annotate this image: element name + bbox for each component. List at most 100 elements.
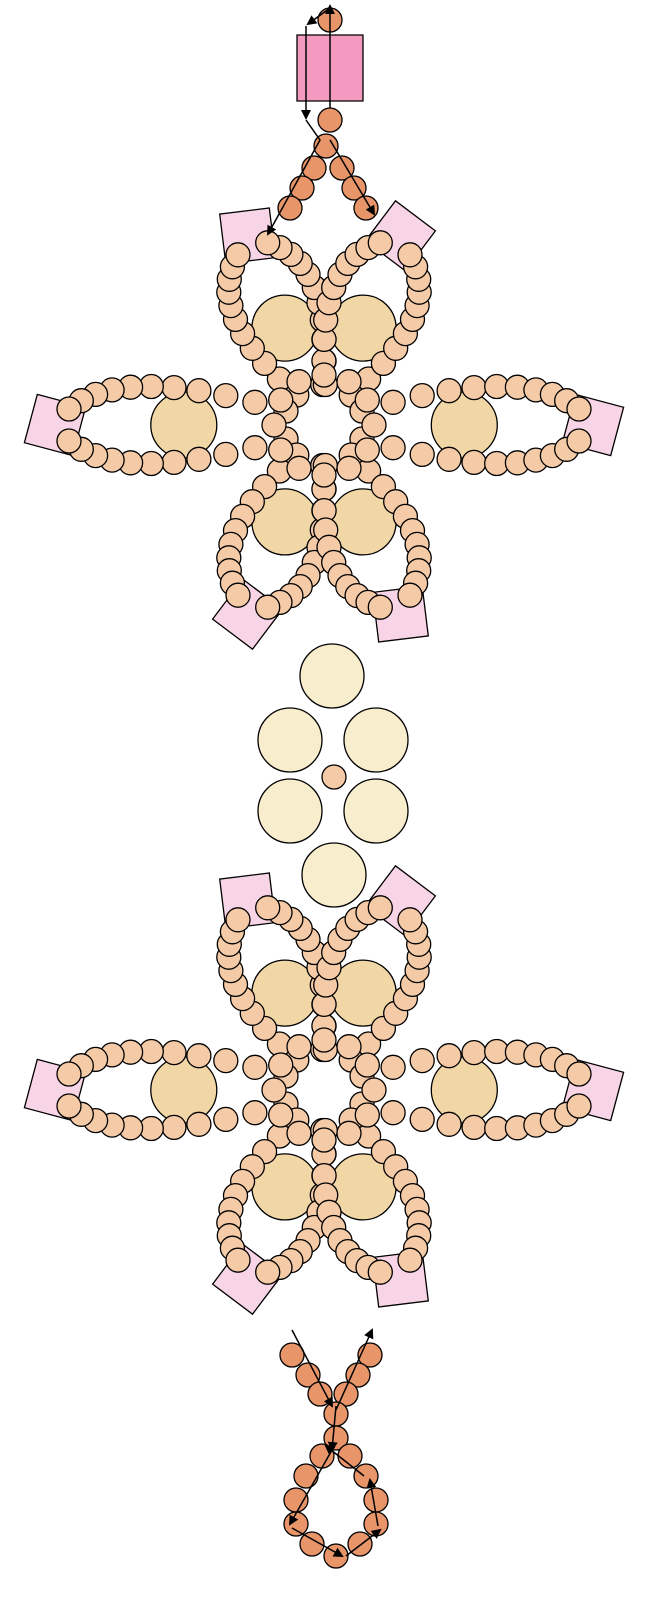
rivoli-stone [151, 392, 217, 458]
rivoli-stone [151, 1057, 217, 1123]
seed-bead [214, 1049, 238, 1073]
seed-bead [57, 429, 81, 453]
pearl [302, 843, 366, 907]
stones-layer [151, 295, 498, 1220]
seed-bead [256, 1260, 280, 1284]
seed-bead [187, 379, 211, 403]
seed-bead [162, 450, 186, 474]
seed-bead [312, 1028, 336, 1052]
seed-bead [187, 447, 211, 471]
seed-bead [567, 429, 591, 453]
seed-bead [287, 456, 311, 480]
seed-bead [322, 765, 346, 789]
seed-bead [187, 1044, 211, 1068]
rivoli-stone [431, 1057, 497, 1123]
seed-bead [226, 583, 250, 607]
seed-bead [269, 438, 293, 462]
seed-bead [462, 1115, 486, 1139]
seed-bead [381, 390, 405, 414]
seed-bead [410, 1107, 434, 1131]
seed-bead [269, 388, 293, 412]
seed-bead [398, 908, 422, 932]
pearl [344, 708, 408, 772]
seed-bead [362, 413, 386, 437]
seed-bead [355, 1053, 379, 1077]
seed-bead [381, 436, 405, 460]
seed-bead [214, 384, 238, 408]
seed-bead [381, 1055, 405, 1079]
seed-bead [368, 231, 392, 255]
seed-bead [437, 1112, 461, 1136]
seed-bead [381, 1101, 405, 1125]
seed-bead [262, 413, 286, 437]
seed-bead [226, 908, 250, 932]
seed-bead [355, 388, 379, 412]
pearl [344, 779, 408, 843]
seed-bead [368, 896, 392, 920]
seed-bead [398, 1248, 422, 1272]
thread-path-bead [318, 108, 342, 132]
seed-bead [256, 231, 280, 255]
seed-bead [410, 384, 434, 408]
seed-bead [162, 376, 186, 400]
seed-bead [410, 442, 434, 466]
seed-bead [337, 456, 361, 480]
pearl [300, 644, 364, 708]
seed-bead [287, 1035, 311, 1059]
seed-bead [162, 1115, 186, 1139]
rivoli-stone [431, 392, 497, 458]
seed-bead [214, 442, 238, 466]
seed-bead [162, 1041, 186, 1065]
thread-path-bead [284, 1512, 308, 1536]
pearl [258, 708, 322, 772]
seed-bead [437, 379, 461, 403]
seed-bead [243, 1055, 267, 1079]
seed-bead [567, 397, 591, 421]
seed-bead [57, 1062, 81, 1086]
seed-bead [362, 1078, 386, 1102]
seed-bead [368, 1260, 392, 1284]
seed-bead [462, 450, 486, 474]
thread-path-bead [310, 1444, 334, 1468]
seed-bead [337, 1121, 361, 1145]
thread-path-bead [354, 1464, 378, 1488]
seed-bead [437, 447, 461, 471]
seed-bead [462, 376, 486, 400]
seed-bead [262, 1078, 286, 1102]
seed-bead [57, 1094, 81, 1118]
seed-bead [355, 438, 379, 462]
thread-path-bead [308, 1382, 332, 1406]
seed-bead [57, 397, 81, 421]
seed-beads-layer [57, 8, 591, 1568]
seed-bead [567, 1062, 591, 1086]
seed-bead [368, 595, 392, 619]
seed-bead [214, 1107, 238, 1131]
seed-bead [243, 390, 267, 414]
seed-bead [567, 1094, 591, 1118]
seed-bead [437, 1044, 461, 1068]
seed-bead [355, 1103, 379, 1127]
seed-bead [287, 1121, 311, 1145]
seed-bead [337, 1035, 361, 1059]
seed-bead [410, 1049, 434, 1073]
seed-bead [226, 1248, 250, 1272]
seed-bead [256, 595, 280, 619]
seed-bead [243, 436, 267, 460]
seed-bead [287, 370, 311, 394]
seed-bead [243, 1101, 267, 1125]
seed-bead [187, 1112, 211, 1136]
seed-bead [462, 1041, 486, 1065]
seed-bead [256, 896, 280, 920]
seed-bead [337, 370, 361, 394]
thread-path-bead [294, 1464, 318, 1488]
seed-bead [269, 1053, 293, 1077]
seed-bead [226, 243, 250, 267]
seed-bead [312, 1128, 336, 1152]
pearl [258, 779, 322, 843]
seed-bead [398, 243, 422, 267]
seed-bead [398, 583, 422, 607]
seed-bead [269, 1103, 293, 1127]
seed-bead [312, 363, 336, 387]
seed-bead [312, 463, 336, 487]
